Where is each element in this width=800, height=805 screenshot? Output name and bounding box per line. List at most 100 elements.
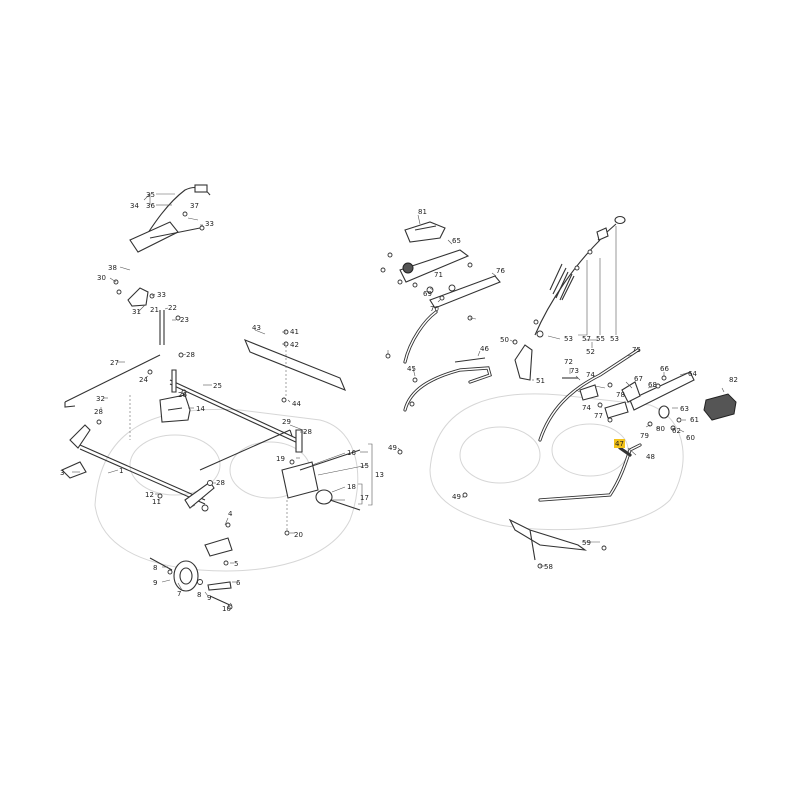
- label-21[interactable]: 21: [150, 306, 159, 314]
- label-59[interactable]: 59: [582, 539, 591, 547]
- label-22[interactable]: 22: [168, 304, 177, 312]
- label-24[interactable]: 24: [139, 376, 148, 384]
- label-8b[interactable]: 8: [197, 591, 201, 599]
- label-48[interactable]: 48: [646, 453, 655, 461]
- label-3[interactable]: 3: [60, 469, 64, 477]
- label-14[interactable]: 14: [196, 405, 205, 413]
- axle-part-1[interactable]: [61, 419, 215, 512]
- label-28d[interactable]: 28: [303, 428, 312, 436]
- label-9b[interactable]: 9: [207, 594, 211, 602]
- label-75[interactable]: 75: [632, 346, 641, 354]
- label-17[interactable]: 17: [360, 494, 369, 502]
- label-16[interactable]: 16: [347, 449, 356, 457]
- label-6[interactable]: 6: [236, 579, 241, 587]
- frame-part-48[interactable]: [538, 443, 642, 502]
- label-78[interactable]: 78: [616, 391, 625, 399]
- label-23[interactable]: 23: [180, 316, 189, 324]
- lever-part-64[interactable]: [597, 371, 695, 431]
- wheel-part-7[interactable]: [149, 557, 203, 592]
- label-72[interactable]: 72: [564, 358, 573, 366]
- label-45[interactable]: 45: [407, 365, 416, 373]
- rod-part-29[interactable]: [199, 429, 293, 471]
- label-53b[interactable]: 53: [610, 335, 619, 343]
- label-19[interactable]: 19: [276, 455, 285, 463]
- label-67[interactable]: 67: [634, 375, 643, 383]
- label-33b[interactable]: 33: [157, 291, 166, 299]
- label-49b[interactable]: 49: [452, 493, 461, 501]
- label-69[interactable]: 69: [423, 290, 432, 298]
- cable-part-34[interactable]: [129, 184, 211, 253]
- shield-part-43[interactable]: [243, 329, 347, 403]
- label-8a[interactable]: 8: [153, 564, 157, 572]
- skid-part-59[interactable]: [508, 518, 607, 569]
- label-20[interactable]: 20: [294, 531, 303, 539]
- label-71[interactable]: 71: [434, 271, 443, 279]
- bracket-part-14[interactable]: [159, 389, 191, 423]
- rod-part-27[interactable]: [64, 354, 161, 440]
- label-11[interactable]: 11: [152, 498, 161, 506]
- bracket-part-51[interactable]: [512, 339, 533, 381]
- label-28b[interactable]: 28: [94, 408, 103, 416]
- label-50[interactable]: 50: [500, 336, 509, 344]
- label-80[interactable]: 80: [656, 425, 665, 433]
- label-33a[interactable]: 33: [205, 220, 214, 228]
- label-28a[interactable]: 28: [186, 351, 195, 359]
- label-81[interactable]: 81: [418, 208, 427, 216]
- pin-part-6[interactable]: [207, 581, 233, 610]
- label-15[interactable]: 15: [360, 462, 369, 470]
- shaft-part-74[interactable]: [562, 377, 613, 401]
- label-25[interactable]: 25: [213, 382, 222, 390]
- label-34[interactable]: 34: [130, 202, 139, 210]
- label-79[interactable]: 79: [640, 432, 649, 440]
- label-51[interactable]: 51: [536, 377, 545, 385]
- label-12[interactable]: 12: [145, 491, 154, 499]
- label-62[interactable]: 62: [672, 427, 681, 435]
- label-18[interactable]: 18: [347, 483, 356, 491]
- label-9a[interactable]: 9: [153, 579, 157, 587]
- label-52[interactable]: 52: [586, 348, 595, 356]
- knob-part-82[interactable]: [703, 393, 737, 421]
- label-76[interactable]: 76: [496, 267, 505, 275]
- label-10[interactable]: 10: [222, 605, 231, 613]
- label-13[interactable]: 13: [375, 471, 384, 479]
- label-60[interactable]: 60: [686, 434, 695, 442]
- label-30[interactable]: 30: [97, 274, 106, 282]
- label-49a[interactable]: 49: [388, 444, 397, 452]
- label-74a[interactable]: 74: [586, 371, 595, 379]
- cover-part-81[interactable]: [404, 221, 446, 243]
- label-42[interactable]: 42: [290, 341, 299, 349]
- label-5[interactable]: 5: [234, 560, 238, 568]
- label-58[interactable]: 58: [544, 563, 553, 571]
- label-4[interactable]: 4: [228, 510, 233, 518]
- label-1[interactable]: 1: [119, 467, 123, 475]
- handle-part-45[interactable]: [403, 310, 438, 364]
- label-63[interactable]: 63: [680, 405, 689, 413]
- label-66[interactable]: 66: [660, 365, 669, 373]
- label-38[interactable]: 38: [108, 264, 117, 272]
- lever-part-65[interactable]: [380, 249, 473, 288]
- label-82[interactable]: 82: [729, 376, 738, 384]
- label-64[interactable]: 64: [688, 370, 697, 378]
- label-68[interactable]: 68: [648, 381, 657, 389]
- label-44[interactable]: 44: [292, 400, 301, 408]
- label-27[interactable]: 27: [110, 359, 119, 367]
- label-26[interactable]: 26: [178, 391, 187, 399]
- label-7[interactable]: 7: [177, 590, 181, 598]
- label-57[interactable]: 57: [582, 335, 591, 343]
- lever-part-76[interactable]: [426, 275, 501, 321]
- lever-part-21[interactable]: [159, 310, 184, 358]
- bracket-part-5[interactable]: [204, 522, 233, 566]
- block-part-13[interactable]: [281, 449, 361, 536]
- label-74b[interactable]: 74: [582, 404, 591, 412]
- axle-part-25[interactable]: [147, 369, 303, 453]
- label-29[interactable]: 29: [282, 418, 291, 426]
- label-28c[interactable]: 28: [216, 479, 225, 487]
- label-36[interactable]: 36: [146, 202, 155, 210]
- label-77[interactable]: 77: [594, 412, 603, 420]
- label-47[interactable]: 47: [615, 440, 624, 448]
- label-73[interactable]: 73: [570, 367, 579, 375]
- label-61[interactable]: 61: [690, 416, 699, 424]
- handle-part-75[interactable]: [538, 348, 640, 442]
- spring-part-53[interactable]: [533, 215, 626, 338]
- label-46[interactable]: 46: [480, 345, 489, 353]
